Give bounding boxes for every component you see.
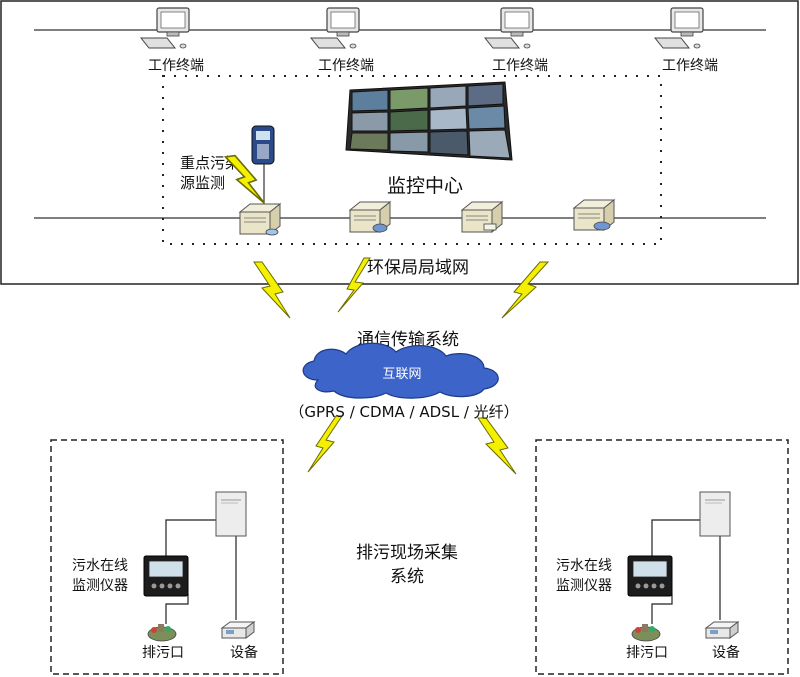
terminal-label: 工作终端 (662, 58, 718, 74)
terminal-label: 工作终端 (318, 58, 374, 74)
monitor-center-label: 监控中心 (387, 175, 463, 197)
monitor-center-boundary (162, 75, 662, 245)
workstation-icon (654, 7, 704, 49)
internet-label: 互联网 (382, 367, 421, 382)
wireless-link-icon (253, 261, 291, 319)
outlet-icon (147, 623, 177, 642)
site-box-left (50, 439, 284, 675)
site-left: 污水在线 监测仪器 排污口 设备 (72, 491, 258, 661)
lan-frame (0, 0, 799, 285)
key-pollution-label: 源监测 (180, 174, 225, 192)
device-label: 设备 (230, 644, 258, 661)
device-icon (705, 621, 739, 639)
lan-label: 环保局局域网 (367, 258, 469, 278)
workstation-icon (140, 7, 190, 49)
device-label: 设备 (712, 644, 740, 661)
control-cabinet-icon (699, 491, 731, 537)
internet-cloud-icon: 互联网 (302, 342, 499, 399)
site-right: 污水在线 监测仪器 排污口 设备 (556, 491, 740, 661)
site-box-right (535, 439, 789, 675)
wireless-link-icon (501, 261, 550, 319)
outlet-icon (631, 623, 661, 642)
wireless-link-icon (477, 417, 517, 475)
handheld-terminal-icon (251, 125, 275, 205)
server-icon (239, 203, 281, 236)
key-pollution-label: 重点污染 (180, 154, 240, 172)
wireless-link-icon (337, 257, 371, 313)
server-icon (461, 201, 503, 233)
collection-system-label: 系统 (390, 567, 424, 587)
online-monitor-icon (627, 555, 673, 597)
server-icon (573, 199, 615, 231)
workstation-icon (484, 7, 534, 49)
instrument-label: 监测仪器 (556, 578, 612, 594)
protocols-label: （GPRS / CDMA / ADSL / 光纤） (289, 403, 518, 421)
terminal-label: 工作终端 (148, 58, 204, 74)
outlet-label: 排污口 (626, 645, 668, 661)
outlet-label: 排污口 (142, 645, 184, 661)
collection-system-label: 排污现场采集 (356, 543, 458, 563)
control-cabinet-icon (215, 491, 247, 537)
instrument-label: 污水在线 (72, 558, 128, 574)
instrument-label: 监测仪器 (72, 578, 128, 594)
server-icon (349, 201, 391, 233)
online-monitor-icon (143, 555, 189, 597)
workstation-icon (310, 7, 360, 49)
instrument-label: 污水在线 (556, 558, 612, 574)
wireless-link-icon (307, 415, 343, 473)
terminal-label: 工作终端 (492, 58, 548, 74)
device-icon (221, 621, 255, 639)
video-wall-icon (345, 81, 513, 161)
